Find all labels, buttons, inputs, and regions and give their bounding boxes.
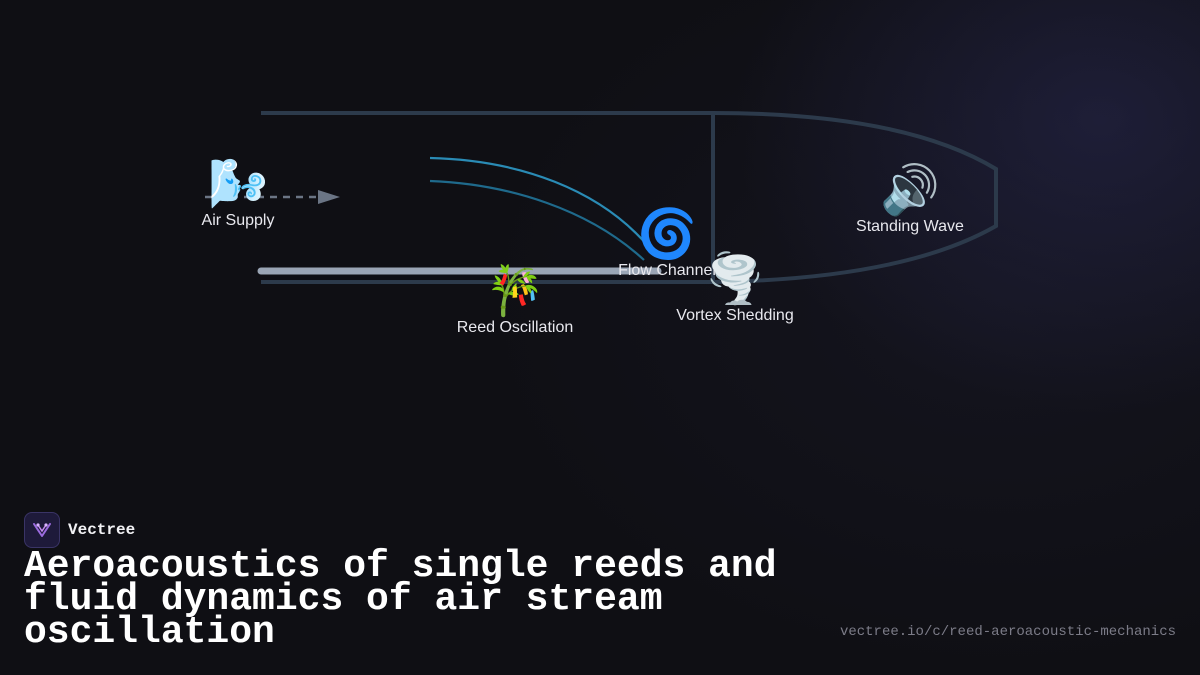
tornado-icon: 🌪️ — [705, 251, 765, 307]
node-label: Reed Oscillation — [456, 319, 574, 336]
page-title: Aeroacoustics of single reeds and fluid … — [24, 545, 777, 654]
node-label: Vortex Shedding — [676, 307, 794, 324]
wind-face-icon: 🌬️ — [208, 156, 268, 212]
tanabata-tree-icon: 🎋 — [485, 263, 545, 319]
speaker-icon: 🔊 — [880, 162, 940, 218]
flow-streamline-lower — [429, 179, 645, 261]
node-flow-channel: 🌀 Flow Channel — [618, 206, 716, 280]
node-label: Air Supply — [201, 212, 275, 229]
brand: Vectree — [24, 512, 135, 548]
node-air-supply: 🌬️ Air Supply — [202, 156, 275, 230]
vectree-logo-icon — [24, 512, 60, 548]
cyclone-icon: 🌀 — [637, 206, 697, 262]
air-flow-arrowhead — [318, 190, 340, 204]
mouthpiece-outline — [261, 111, 998, 284]
node-label: Standing Wave — [856, 218, 964, 235]
node-label: Flow Channel — [618, 262, 716, 279]
source-url: vectree.io/c/reed-aeroacoustic-mechanics — [839, 624, 1176, 640]
node-standing-wave: 🔊 Standing Wave — [856, 162, 964, 236]
node-vortex-shedding: 🌪️ Vortex Shedding — [676, 251, 793, 325]
flow-streamline-upper — [429, 156, 649, 247]
brand-name: Vectree — [68, 521, 136, 539]
node-reed-oscillation: 🎋 Reed Oscillation — [457, 263, 574, 337]
